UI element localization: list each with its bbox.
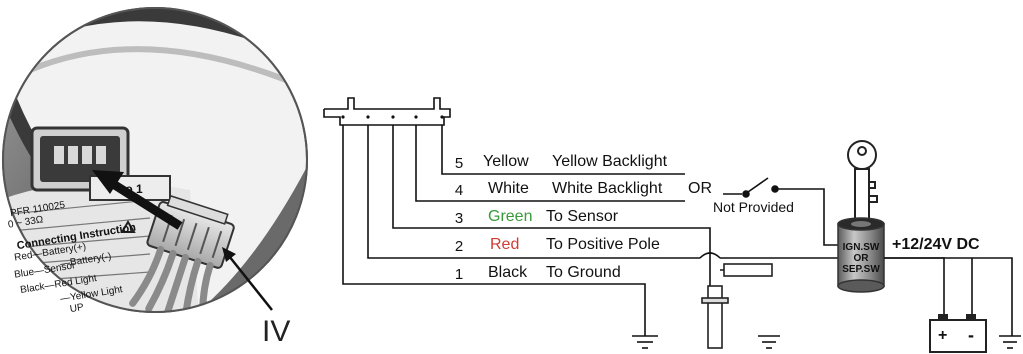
battery-plus: + (938, 327, 948, 344)
wire-4-color: White (488, 180, 529, 197)
callout-arrow (222, 247, 273, 311)
ignition-label-2: OR (853, 253, 869, 264)
connector-pins (341, 115, 444, 119)
ignition-label-1: IGN.SW (842, 242, 880, 253)
battery-icon (929, 314, 987, 353)
wire-4-number: 4 (454, 182, 464, 199)
wire-3-number: 3 (454, 210, 464, 227)
wire-1-color: Black (488, 264, 528, 281)
harness-connector (323, 97, 451, 126)
ground-symbol-1 (632, 335, 658, 349)
supply-wiring (884, 257, 1013, 336)
wire-3-color: Green (488, 208, 533, 225)
ignition-label-3: SEP.SW (842, 264, 880, 275)
switch-or-label: OR (688, 180, 712, 197)
key-icon (847, 140, 878, 220)
level-sensor (701, 263, 773, 349)
wire-2-number: 2 (454, 238, 464, 255)
wire-1-number: 1 (454, 266, 464, 283)
wire-5-number: 5 (454, 155, 464, 172)
gauge-side-tag: Lo 1 (118, 182, 143, 196)
wire-2-function: To Positive Pole (546, 236, 660, 253)
wire-4-function: White Backlight (552, 180, 663, 197)
gauge-line-6: UP (69, 301, 85, 316)
callout-label: IV (262, 315, 291, 348)
ground-symbol-3 (999, 335, 1021, 349)
wire-2-color: Red (490, 236, 520, 253)
battery-minus: - (968, 325, 974, 345)
ground-symbol-2 (758, 335, 780, 349)
wires (342, 125, 840, 336)
backlight-switch (723, 177, 848, 246)
supply-label: +12/24V DC (892, 236, 980, 253)
switch-note: Not Provided (713, 199, 794, 215)
ignition-switch (837, 217, 885, 293)
wire-3-function: To Sensor (546, 208, 619, 225)
wire-1-function: To Ground (546, 264, 621, 281)
wire-5-function: Yellow Backlight (552, 153, 668, 170)
wire-5-color: Yellow (483, 153, 529, 170)
